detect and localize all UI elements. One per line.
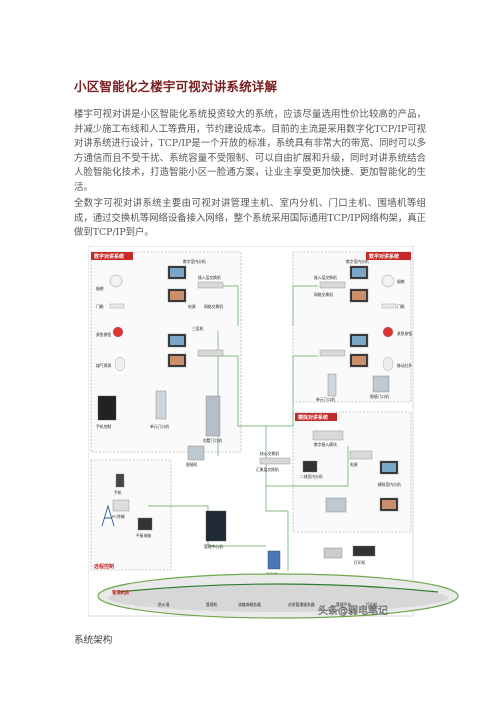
left-device-2: 门磁 — [96, 304, 104, 309]
left-device-1: 烟感 — [96, 286, 104, 291]
left-label-7: 别墅门口机 — [203, 438, 222, 443]
server-room-ground: 管理机房 防火墙 管理机 流媒体服务器 对讲管理服务器 管理平台 打印机 — [97, 573, 459, 619]
zone-right-top-header: 数字对讲系统 — [369, 253, 399, 260]
right-device-4: 移动红外 — [397, 363, 412, 368]
left-label-6: 单元门口机 — [150, 424, 169, 429]
ground-item-3: 流媒体服务器 — [238, 602, 261, 607]
core-devices: 核心交换机 汇聚层交换机 管理中心机 服务器 打印机 — [204, 451, 376, 577]
bottom-label-3: 管理中心机 — [204, 544, 223, 549]
left-device-3: 紧急按钮 — [96, 332, 111, 337]
right-sensor-devices: 烟感 门磁 紧急按钮 移动红外 — [381, 274, 412, 372]
ground-item-1: 防火墙 — [158, 602, 170, 607]
mid-label-1: 数字接入模块 — [314, 442, 337, 447]
right-label-4: 单元门口机 — [316, 397, 335, 402]
ground-item-4: 对讲管理服务器 — [288, 602, 315, 607]
mid-label-4: 电源 — [350, 462, 358, 467]
right-label-2: 网络交换机 — [314, 292, 333, 297]
right-label-3: 数字室内分机 — [346, 259, 369, 264]
remote-label-3: 平板电脑 — [136, 533, 151, 538]
left-door-stations: 单元门口机 别墅门口机 围墙机 — [150, 390, 222, 467]
left-label-2: 接入层交换机 — [198, 275, 221, 280]
right-device-1: 烟感 — [397, 279, 405, 284]
paragraph-1: 楼宇可视对讲是小区智能化系统投资较大的系统，应该尽量选用性价比较高的产品，并减少… — [74, 109, 426, 193]
zone-left-top-header: 数字对讲系统 — [94, 253, 124, 260]
bottom-label-5: 打印机 — [354, 560, 366, 565]
watermark: 头条@弱电笔记 — [318, 604, 388, 617]
right-device-3: 紧急按钮 — [397, 331, 412, 336]
paragraph-2: 全数字可视对讲系统主要由可视对讲管理主机、室内分机、门口主机、围墙机等组成，通过… — [74, 198, 426, 239]
network-lines — [148, 285, 349, 571]
left-label-1: 数字室内分机 — [183, 259, 206, 264]
left-label-3: 电源 — [188, 304, 196, 309]
left-label-4: 网络交换机 — [204, 304, 223, 309]
article-title: 小区智能化之楼宇可视对讲系统详解 — [74, 79, 278, 94]
mid-label-2: 模拟室内分机 — [378, 482, 401, 487]
left-device-5: 手机控制 — [96, 424, 111, 429]
left-label-8: 围墙机 — [186, 462, 198, 467]
bottom-label-2: 汇聚层交换机 — [256, 467, 279, 472]
right-label-5: 围墙门口机 — [370, 394, 389, 399]
left-indoor-units: 数字室内分机 接入层交换机 电源 网络交换机 三层机 — [167, 259, 224, 368]
remote-label-2: PC终端 — [112, 514, 125, 519]
system-architecture-diagram: 数字对讲系统 数字对讲系统 模拟对讲系统 远程控制 烟感 门磁 — [88, 246, 459, 619]
remote-label-1: 手机 — [114, 490, 122, 495]
right-indoor-units: 接入层交换机 网络交换机 数字室内分机 单元门口机 围墙门口机 — [314, 259, 390, 402]
left-label-5: 三层机 — [192, 326, 204, 331]
figure-caption: 系统架构 — [74, 635, 113, 646]
mid-label-3: 二线室内分机 — [300, 474, 323, 479]
right-label-1: 接入层交换机 — [314, 275, 337, 280]
remote-devices: 手机 PC终端 平板电脑 — [101, 473, 153, 538]
zone-right-mid-header: 模拟对讲系统 — [298, 414, 328, 421]
ground-item-6: 打印机 — [366, 602, 378, 607]
left-device-4: 煤气探测 — [96, 363, 111, 368]
right-device-2: 门磁 — [397, 304, 405, 309]
analog-zone-devices: 数字接入模块 模拟室内分机 二线室内分机 电源 — [300, 430, 401, 513]
zone-left-bottom — [90, 459, 172, 571]
ground-item-2: 管理机 — [206, 602, 218, 607]
ground-label: 管理机房 — [112, 589, 130, 596]
ground-item-5: 管理平台 — [336, 602, 351, 607]
bottom-label-1: 核心交换机 — [260, 451, 279, 456]
left-sensor-devices: 烟感 门磁 紧急按钮 煤气探测 手机控制 — [96, 274, 126, 429]
zone-left-bottom-header: 远程控制 — [94, 563, 114, 570]
